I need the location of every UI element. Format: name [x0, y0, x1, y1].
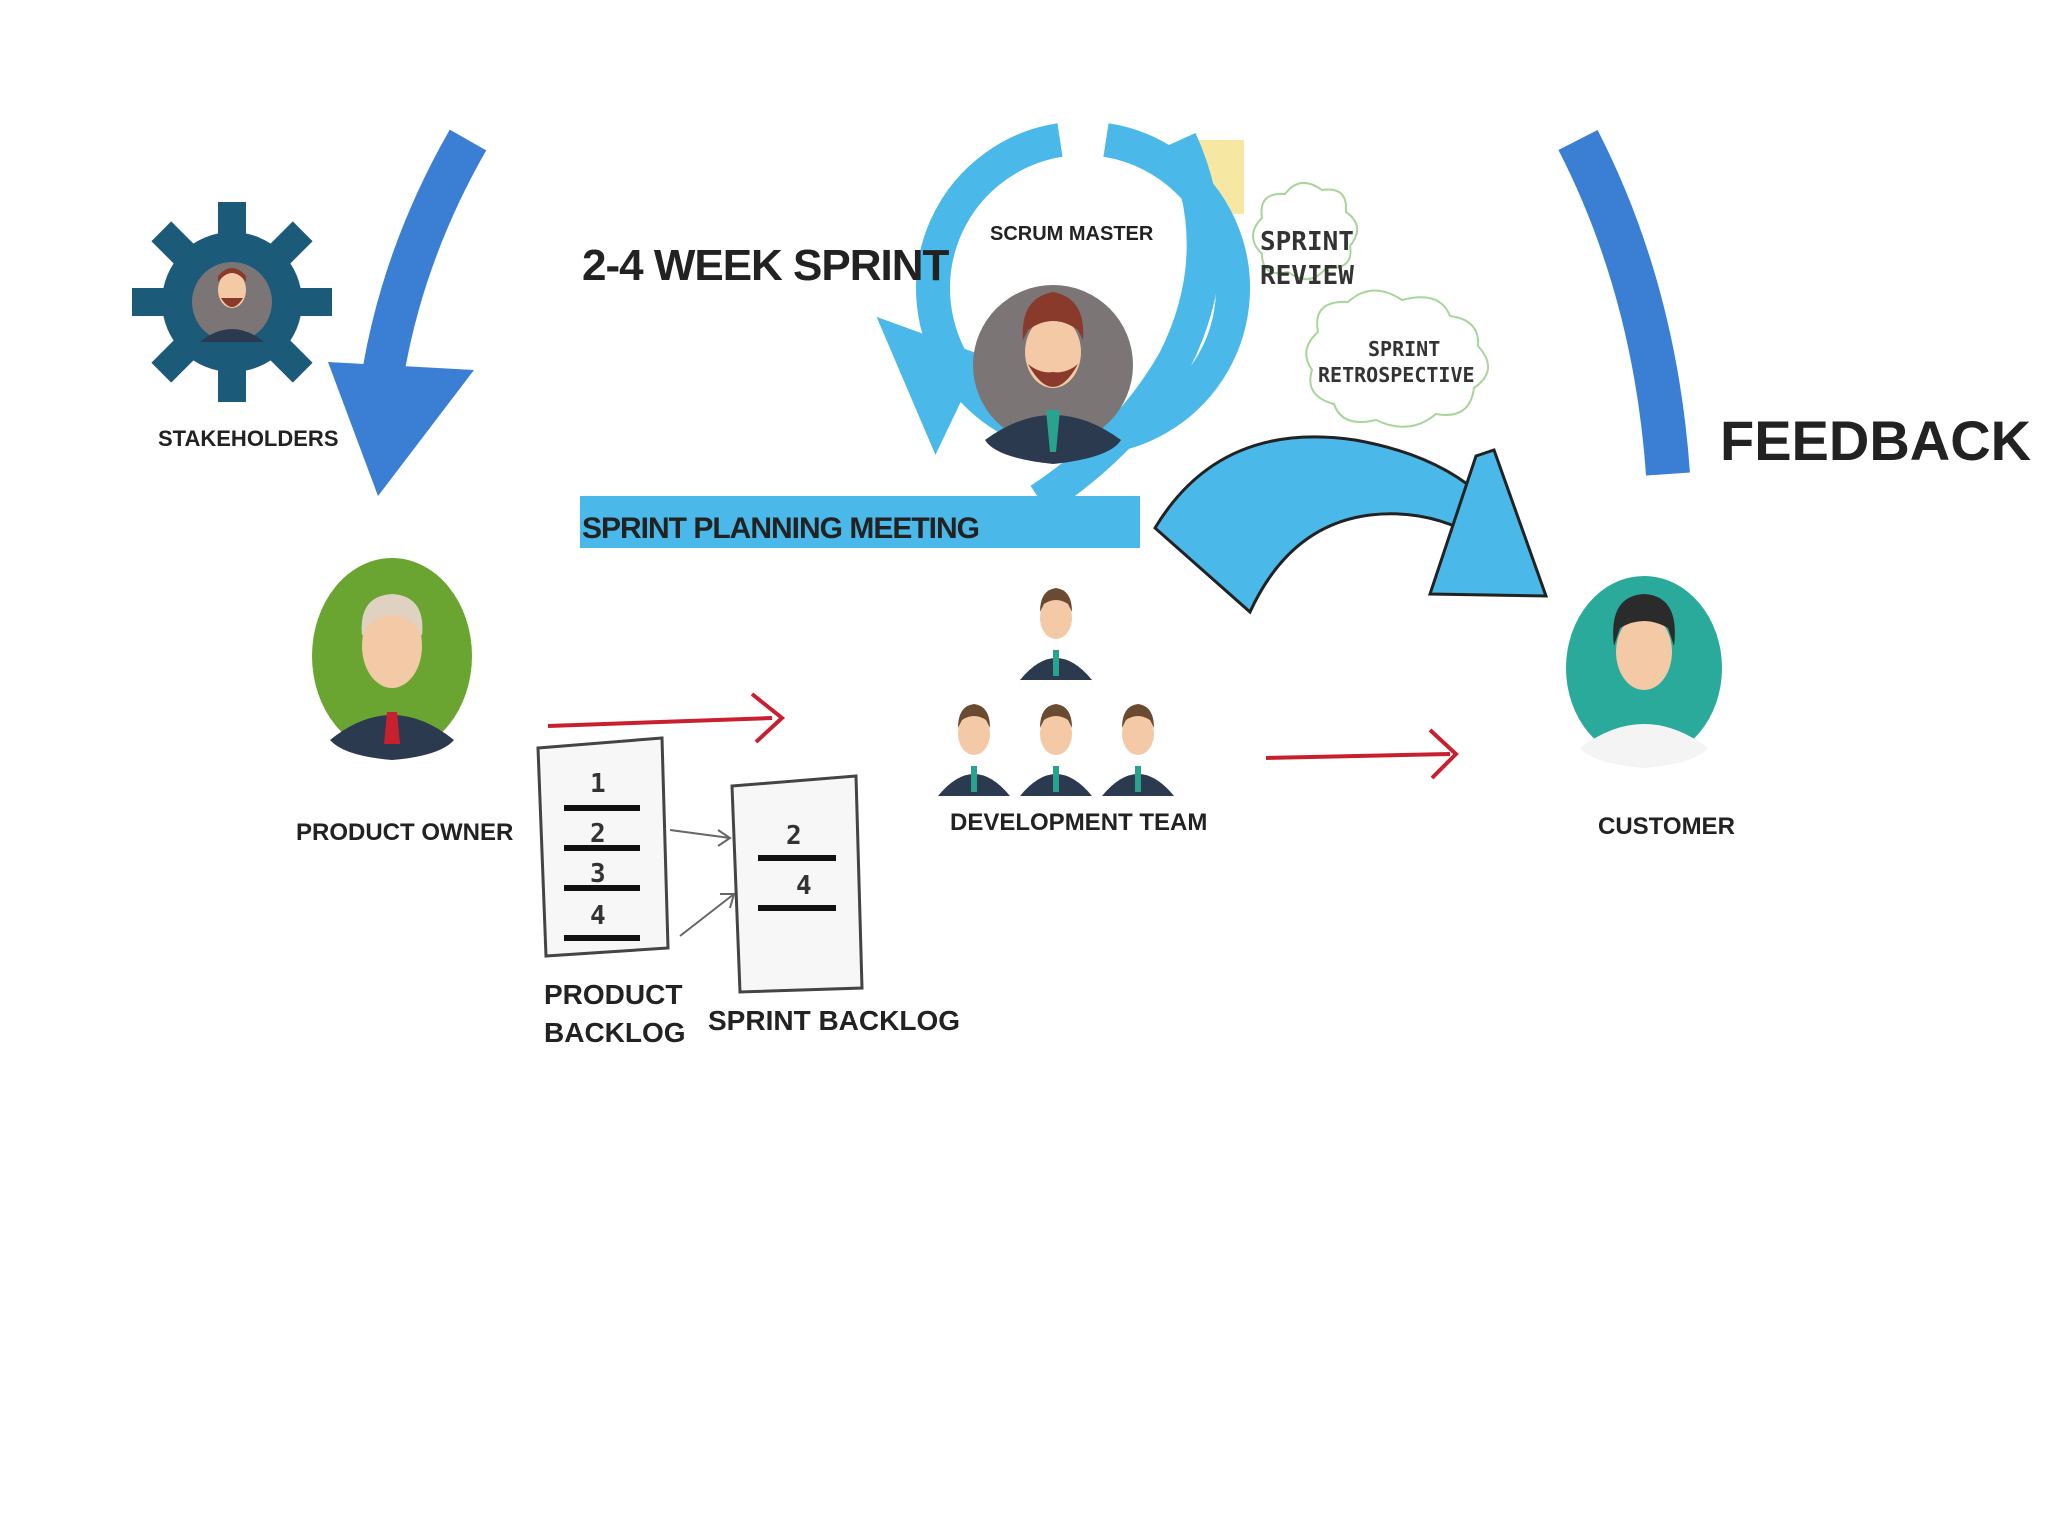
- sprint-review-line-1: SPRINT: [1260, 227, 1354, 257]
- product-owner-node: PRODUCT OWNER: [296, 558, 513, 846]
- scrum-master-label: SCRUM MASTER: [990, 223, 1154, 245]
- stakeholder-to-owner-arrow: [328, 129, 487, 496]
- sprint-retrospective-line-1: SPRINT: [1368, 337, 1440, 361]
- stakeholders-node: STAKEHOLDERS: [132, 202, 339, 451]
- scrum-master-node: SCRUM MASTER: [973, 223, 1154, 464]
- product-backlog-item-3: 3: [590, 859, 606, 889]
- sprint-backlog-label: SPRINT BACKLOG: [708, 1005, 960, 1036]
- sprint-loop-arrow: [580, 123, 1250, 548]
- customer-label: CUSTOMER: [1598, 813, 1735, 840]
- sprint-retrospective-cloud: SPRINT RETROSPECTIVE: [1305, 289, 1489, 428]
- stakeholder-avatar: [192, 262, 272, 342]
- sprint-backlog-item-4: 4: [796, 871, 812, 901]
- product-backlog: 1 2 3 4 PRODUCT BACKLOG: [536, 736, 686, 1048]
- customer-node: CUSTOMER: [1566, 576, 1735, 840]
- feedback-arc: [1558, 129, 1690, 476]
- backlog-selection-lines: [669, 829, 736, 937]
- sprint-duration-title: 2-4 WEEK SPRINT: [582, 241, 950, 290]
- team-member-lead: [1020, 588, 1092, 680]
- sprint-review-cloud: SPRINT REVIEW: [1252, 182, 1358, 291]
- team-member-middle: [1020, 704, 1092, 796]
- stakeholders-label: STAKEHOLDERS: [158, 426, 339, 451]
- product-backlog-label-line-1: PRODUCT: [544, 979, 682, 1010]
- development-team-node: DEVELOPMENT TEAM: [938, 588, 1207, 836]
- product-backlog-item-1: 1: [590, 769, 606, 799]
- owner-to-backlog-arrow: [547, 692, 786, 744]
- feedback-label: FEEDBACK: [1720, 409, 2031, 472]
- sprint-review-line-2: REVIEW: [1260, 261, 1354, 291]
- product-backlog-item-4: 4: [590, 901, 606, 931]
- product-backlog-label-line-2: BACKLOG: [544, 1017, 686, 1048]
- development-team-label: DEVELOPMENT TEAM: [950, 809, 1207, 836]
- team-member-left: [938, 704, 1010, 796]
- delivery-arrow: [1153, 435, 1549, 615]
- sprint-backlog: 2 4 SPRINT BACKLOG: [708, 774, 960, 1036]
- team-to-customer-arrow: [1265, 728, 1459, 780]
- product-backlog-item-2: 2: [590, 819, 606, 849]
- product-owner-label: PRODUCT OWNER: [296, 819, 513, 846]
- sprint-backlog-item-2: 2: [786, 821, 802, 851]
- sprint-retrospective-line-2: RETROSPECTIVE: [1318, 363, 1475, 387]
- sprint-planning-label: SPRINT PLANNING MEETING: [582, 512, 979, 545]
- team-member-right: [1102, 704, 1174, 796]
